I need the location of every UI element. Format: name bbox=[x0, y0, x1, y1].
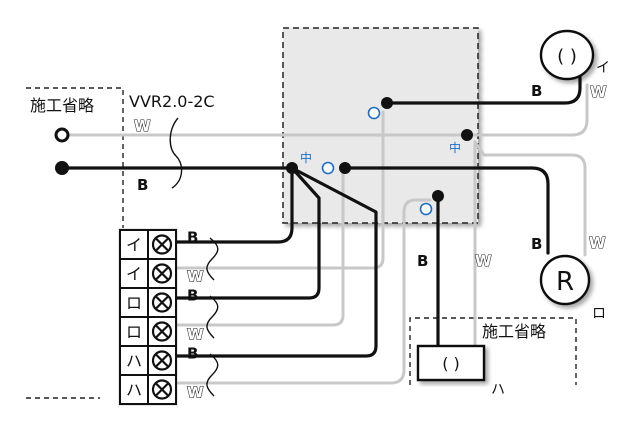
white-wire-sw-i bbox=[175, 110, 385, 270]
wire-label-b-feed: B bbox=[137, 176, 148, 194]
black-wire-sw-i bbox=[175, 166, 294, 244]
switch-wire-label: W bbox=[187, 326, 204, 344]
switch-terminal-cross-b bbox=[155, 382, 169, 397]
switch-pair-bracket bbox=[206, 353, 219, 397]
black-wire-lamp-ro bbox=[343, 166, 550, 255]
lamp-i-label: イ bbox=[596, 60, 610, 76]
junction-dot-main bbox=[286, 162, 298, 174]
omission-label-right: 施工省略 bbox=[482, 322, 546, 341]
switch-letter-cell bbox=[119, 229, 149, 260]
wire-label-b-lamp-ha: B bbox=[417, 252, 428, 270]
switch-terminal-cross-b bbox=[155, 353, 169, 368]
omission-boundary-left bbox=[26, 87, 124, 228]
black-wire-lamp-i bbox=[385, 74, 582, 105]
wire-label-w-lamp-i: W bbox=[590, 83, 607, 101]
center-mark-left: 中 bbox=[300, 150, 312, 165]
wire-label-b-lamp-i: B bbox=[531, 82, 542, 100]
lamp-ha-symbol: ( ) bbox=[442, 354, 460, 373]
white-wires bbox=[60, 83, 589, 385]
lamp-ha bbox=[416, 344, 486, 382]
white-wire-lamp-i bbox=[465, 83, 589, 137]
wire-label-w-feed: W bbox=[134, 117, 151, 135]
switch-letter-cell bbox=[119, 345, 149, 376]
switch-terminal-cross-b bbox=[155, 295, 169, 310]
lamp-i bbox=[539, 29, 595, 81]
small-connector-1 bbox=[367, 106, 381, 120]
switch-terminal-cross-b bbox=[155, 237, 169, 252]
switch-letter: イ bbox=[126, 265, 142, 284]
lamp-i-symbol: ( ) bbox=[557, 46, 577, 67]
switch-terminal-cross-b bbox=[155, 324, 169, 339]
switch-wire-label: B bbox=[187, 229, 198, 247]
lamp-ro-symbol: R bbox=[556, 267, 574, 297]
white-wire-sw-ha bbox=[175, 198, 432, 385]
black-wire-sw-ha bbox=[175, 166, 378, 358]
black-wire-sw-ro bbox=[175, 166, 321, 300]
switch-letter: ロ bbox=[126, 323, 142, 342]
wire-label-b-lamp-ro: B bbox=[531, 235, 542, 253]
feed-terminal-black bbox=[55, 161, 69, 175]
feed-terminal-white bbox=[54, 127, 70, 143]
switch-block: イ B イ W ロ B ロ W ハ B ハ W bbox=[118, 229, 219, 406]
lamp-ro-label: ロ bbox=[592, 306, 606, 322]
wire-label-w-lamp-ro: W bbox=[589, 234, 606, 252]
switch-letter: イ bbox=[126, 236, 142, 255]
junction-dot-lamp-ro bbox=[339, 162, 351, 174]
switch-wire-label: W bbox=[187, 268, 204, 286]
switch-wire-label: B bbox=[187, 345, 198, 363]
junction-dot-lamp-i bbox=[381, 97, 393, 109]
cable-bracket bbox=[169, 117, 183, 189]
switch-letter: ロ bbox=[126, 294, 142, 313]
cable-spec-label: VVR2.0-2C bbox=[129, 92, 215, 111]
junction-box bbox=[282, 27, 479, 224]
junction-dot-lamp-ha bbox=[432, 190, 444, 202]
small-connector-2 bbox=[321, 161, 335, 175]
switch-wire-label: B bbox=[187, 287, 198, 305]
omission-label-left: 施工省略 bbox=[30, 96, 94, 115]
white-wire-sw-ro bbox=[175, 164, 345, 327]
switch-terminal-cross-b bbox=[155, 266, 169, 281]
switch-letter: ハ bbox=[126, 352, 142, 371]
switch-letter-cell bbox=[119, 316, 149, 347]
switch-pair-bracket bbox=[206, 295, 219, 339]
small-connector-3 bbox=[419, 202, 433, 216]
switch-pair-bracket bbox=[206, 237, 219, 281]
black-wires bbox=[60, 74, 582, 358]
switch-letter: ハ bbox=[126, 381, 142, 400]
junction-dot-white bbox=[461, 129, 473, 141]
white-wire-lamp-ro bbox=[473, 140, 587, 257]
lamp-ro bbox=[539, 254, 591, 306]
wire-label-w-lamp-ha: W bbox=[475, 252, 492, 270]
center-mark-right: 中 bbox=[449, 140, 461, 155]
lamp-ha-label: ハ bbox=[491, 382, 505, 398]
switch-wire-label: W bbox=[187, 384, 204, 402]
